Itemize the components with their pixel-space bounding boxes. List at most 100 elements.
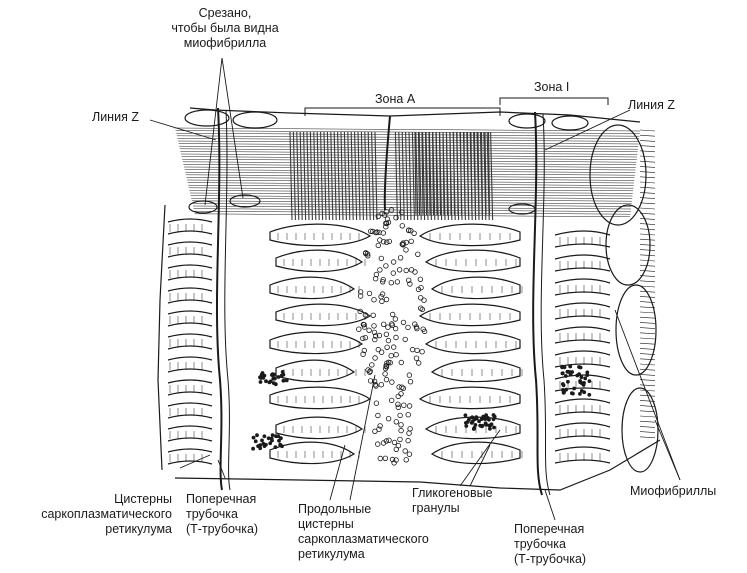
myofibril-hair — [639, 426, 656, 428]
glycogen-granule — [383, 263, 389, 269]
a-band-shade — [438, 131, 442, 216]
glycogen-granule — [388, 207, 395, 213]
label-line: Гликогеновые — [412, 486, 493, 500]
myofibril-hair — [639, 181, 656, 184]
a-band-shade — [337, 131, 341, 221]
dark-granule — [463, 413, 468, 418]
glycogen-granule — [381, 321, 387, 327]
dark-granule — [284, 378, 289, 383]
a-band-shade — [431, 131, 435, 216]
glycogen-granule — [389, 397, 395, 404]
myofibril-hair — [639, 436, 656, 439]
a-band-shade — [452, 131, 456, 216]
longitudinal-cistern — [424, 416, 521, 440]
label-line: саркоплазматического — [298, 532, 429, 546]
a-band-shade — [484, 131, 487, 216]
sr-cistern — [167, 241, 213, 258]
myofibril-hair — [639, 176, 656, 179]
glycogen-granule — [399, 223, 405, 229]
dark-granule — [251, 435, 256, 440]
sr-cistern — [167, 218, 213, 235]
glycogen-granule — [383, 220, 389, 226]
myofibril-hair — [639, 212, 656, 215]
glycogen-granule — [383, 376, 390, 383]
label-myofibrils: Миофибриллы — [630, 484, 717, 498]
longitudinal-cistern — [275, 303, 372, 327]
longitudinal-cistern — [269, 223, 372, 247]
a-band-shade — [340, 131, 344, 221]
myofibril-hair — [639, 415, 656, 418]
dark-granule — [467, 417, 471, 422]
glycogen-granule — [407, 379, 414, 385]
glycogen-granule — [363, 250, 369, 257]
glycogen-granule — [406, 430, 412, 436]
a-band-shade — [466, 131, 470, 216]
myofibril-hair — [639, 264, 656, 267]
glycogen-granule — [418, 295, 424, 301]
glycogen-granule — [378, 255, 384, 262]
a-band-shade — [480, 131, 484, 216]
glycogen-granule — [399, 209, 405, 215]
glycogen-granule — [408, 267, 415, 273]
dark-granule — [568, 364, 573, 369]
glycogen-granule — [405, 437, 411, 444]
glycogen-granule — [373, 229, 379, 236]
a-band-shade — [470, 131, 473, 216]
glycogen-granule — [403, 267, 409, 274]
sr-cistern — [167, 264, 213, 281]
myofibril-hair — [639, 353, 656, 355]
glycogen-granule — [367, 378, 374, 384]
myofibril-hair — [639, 140, 656, 142]
dark-granule — [281, 378, 286, 383]
label-line: Поперечная — [514, 522, 585, 536]
glycogen-granule — [389, 321, 395, 327]
striation-line — [175, 130, 640, 134]
myofibril-hair — [639, 363, 656, 366]
sr-cistern — [167, 287, 213, 304]
glycogen-granule — [386, 437, 392, 443]
sr-cistern — [167, 310, 213, 327]
myofibril-hair — [639, 327, 656, 329]
a-band-shade — [367, 131, 371, 221]
label-cisterns-sr: Цистерны саркоплазматического ретикулума — [20, 492, 172, 537]
glycogen-granule — [357, 293, 364, 299]
a-band-shade — [473, 131, 477, 216]
glycogen-granule — [400, 240, 406, 246]
dark-granule — [472, 426, 477, 430]
dark-granule — [259, 376, 263, 380]
longitudinal-cistern — [418, 303, 521, 327]
glycogen-granule — [362, 312, 369, 318]
a-band-shade — [445, 131, 449, 216]
dark-granule — [585, 373, 590, 377]
dark-granule — [464, 424, 469, 428]
myofibril-hair — [639, 332, 656, 335]
a-band-shade — [422, 131, 426, 221]
myofibril-hair — [639, 155, 656, 158]
sr-cistern — [554, 422, 611, 440]
glycogen-granule — [361, 322, 367, 328]
dark-granule — [488, 426, 492, 431]
myofibril-hair — [639, 374, 656, 376]
longitudinal-cistern — [269, 441, 356, 465]
myofibril-hair — [639, 316, 656, 319]
glycogen-granule — [406, 227, 412, 233]
label-longitudinal-cisterns: Продольные цистерны саркоплазматического… — [298, 502, 429, 562]
longitudinal-cisterns — [269, 223, 523, 465]
glycogen-granule — [403, 457, 409, 463]
longitudinal-cistern — [418, 386, 521, 410]
glycogen-granule — [413, 324, 420, 330]
longitudinal-cistern — [430, 441, 521, 465]
a-band-shade — [398, 131, 402, 221]
dark-granule — [575, 373, 580, 378]
dark-granule — [564, 387, 568, 392]
myofibril-hair — [639, 389, 656, 392]
a-band-shade — [350, 131, 354, 221]
dark-granule — [268, 379, 273, 384]
glycogen-granule — [372, 276, 379, 282]
glycogen-granule — [393, 446, 399, 452]
glycogen-granule — [375, 346, 381, 353]
glycogen-granule — [393, 214, 399, 221]
a-band-shade — [435, 131, 438, 216]
label-cut-line: Срезано, — [198, 6, 252, 20]
